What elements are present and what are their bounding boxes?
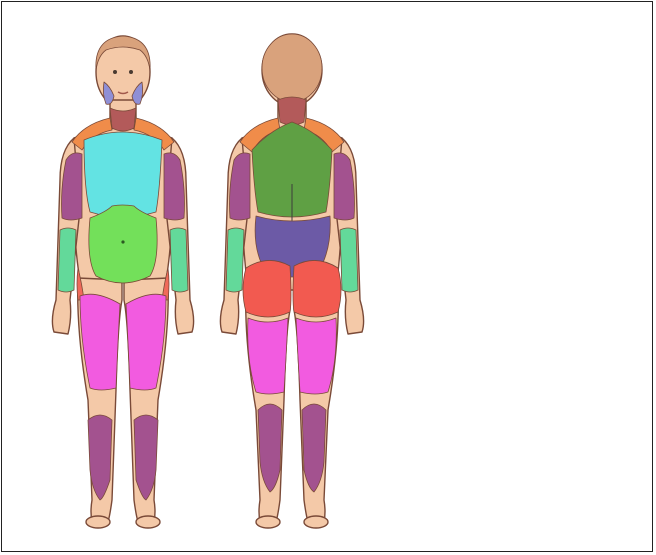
back-left-foot: [256, 516, 280, 528]
back-buttock-right-region[interactable]: [293, 260, 341, 317]
front-right-foot: [136, 516, 160, 528]
front-forearm-right-region[interactable]: [170, 228, 188, 292]
back-neck-region[interactable]: [278, 97, 306, 125]
front-right-eye: [129, 70, 133, 74]
front-abdomen-region[interactable]: [89, 205, 157, 283]
front-neck-region[interactable]: [110, 108, 136, 131]
front-left-foot: [86, 516, 110, 528]
back-forearm-left-region[interactable]: [226, 228, 244, 292]
back-thigh-left-region[interactable]: [248, 318, 288, 394]
back-figure: [220, 34, 363, 528]
back-forearm-right-region[interactable]: [340, 228, 358, 292]
front-chest-region[interactable]: [84, 132, 162, 217]
front-figure: [52, 36, 193, 528]
front-forearm-left-region[interactable]: [58, 228, 76, 292]
back-buttock-left-region[interactable]: [243, 260, 291, 317]
front-left-eye: [113, 70, 117, 74]
back-thigh-right-region[interactable]: [296, 318, 336, 394]
back-hair: [262, 34, 322, 102]
front-navel: [121, 240, 124, 243]
back-right-foot: [304, 516, 328, 528]
